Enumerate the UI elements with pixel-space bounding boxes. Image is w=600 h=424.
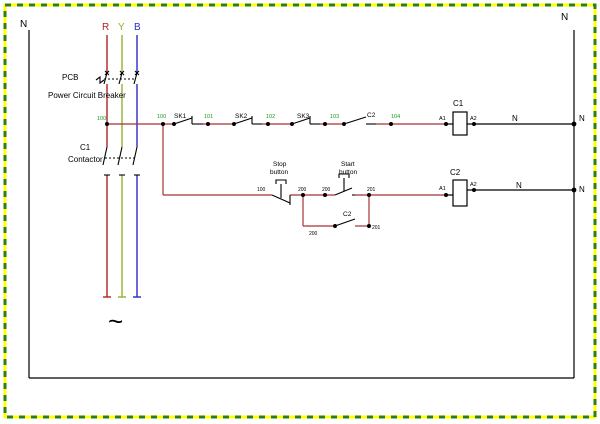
- rung-2-n-mid: N: [516, 181, 522, 190]
- sk3-label: SK3: [297, 113, 310, 120]
- phase-r-line: [103, 35, 111, 298]
- wire-201-b: 201: [372, 225, 381, 231]
- contactor-title: C1: [80, 143, 91, 152]
- wire-200-c: 200: [309, 231, 318, 237]
- rung-1-wiring: [107, 123, 446, 196]
- phase-b-line: [133, 35, 141, 298]
- c2-holding-contact: [333, 218, 356, 228]
- c2-hold-label: C2: [343, 211, 352, 218]
- c2-a1-label: A1: [439, 186, 446, 192]
- rung-2-n-end: N: [579, 185, 585, 194]
- wire-100-r1a: 100: [97, 116, 106, 122]
- rung-1-n-end: N: [579, 114, 585, 123]
- contactor-subtitle: Contactor: [68, 155, 103, 164]
- c2-contact-label: C2: [367, 112, 376, 119]
- c2-a2-label: A2: [470, 182, 477, 188]
- stop-button-symbol: [271, 179, 291, 205]
- wire-200-b: 200: [322, 187, 331, 193]
- c1-a2-label: A2: [470, 116, 477, 122]
- start-label-line-2: button: [339, 169, 357, 176]
- start-button-symbol: [334, 173, 355, 196]
- stop-label-line-1: Stop: [273, 161, 287, 168]
- c1-coil-label: C1: [453, 99, 464, 108]
- c1-a1-label: A1: [439, 116, 446, 122]
- phase-b-label: B: [134, 22, 141, 33]
- phase-y-label: Y: [118, 22, 125, 33]
- neutral-frame: [28, 30, 575, 379]
- c2-no-contact: [342, 116, 376, 126]
- pcb-subtitle: Power Circuit Breaker: [48, 91, 126, 100]
- pcb-title: PCB: [62, 73, 78, 82]
- sk1-label: SK1: [174, 113, 187, 120]
- stop-label-line-2: button: [270, 169, 288, 176]
- wire-104: 104: [391, 114, 400, 120]
- c2-coil-label: C2: [450, 168, 461, 177]
- c2-coil: [452, 179, 468, 207]
- rung-1-n-mid: N: [512, 114, 518, 123]
- wire-103: 103: [330, 114, 339, 120]
- sk1-switch: [172, 116, 203, 126]
- wire-100-r1b: 100: [157, 114, 166, 120]
- start-label-line-1: Start: [341, 161, 355, 168]
- page-border: [3, 3, 597, 419]
- ac-tilde-symbol: ~: [108, 306, 123, 336]
- sk2-switch: [232, 116, 262, 126]
- wire-201-a: 201: [367, 187, 376, 193]
- wire-200-a: 200: [298, 187, 307, 193]
- rung-1-nodes: [105, 121, 577, 127]
- wire-101: 101: [204, 114, 213, 120]
- sk3-switch: [290, 116, 320, 126]
- c1-contactor-symbol: [102, 146, 140, 176]
- phase-y-line: [118, 35, 126, 298]
- wire-102: 102: [266, 114, 275, 120]
- pcb-breaker-symbol: [95, 70, 140, 85]
- rung-2-nodes: [301, 187, 577, 228]
- rung-2-wiring: [290, 194, 446, 227]
- n-left-label: N: [20, 19, 27, 30]
- c1-coil: [452, 111, 468, 136]
- n-right-top-label: N: [561, 12, 568, 23]
- phase-r-label: R: [102, 22, 109, 33]
- wire-100-r2: 100: [257, 187, 266, 193]
- sk2-label: SK2: [235, 113, 248, 120]
